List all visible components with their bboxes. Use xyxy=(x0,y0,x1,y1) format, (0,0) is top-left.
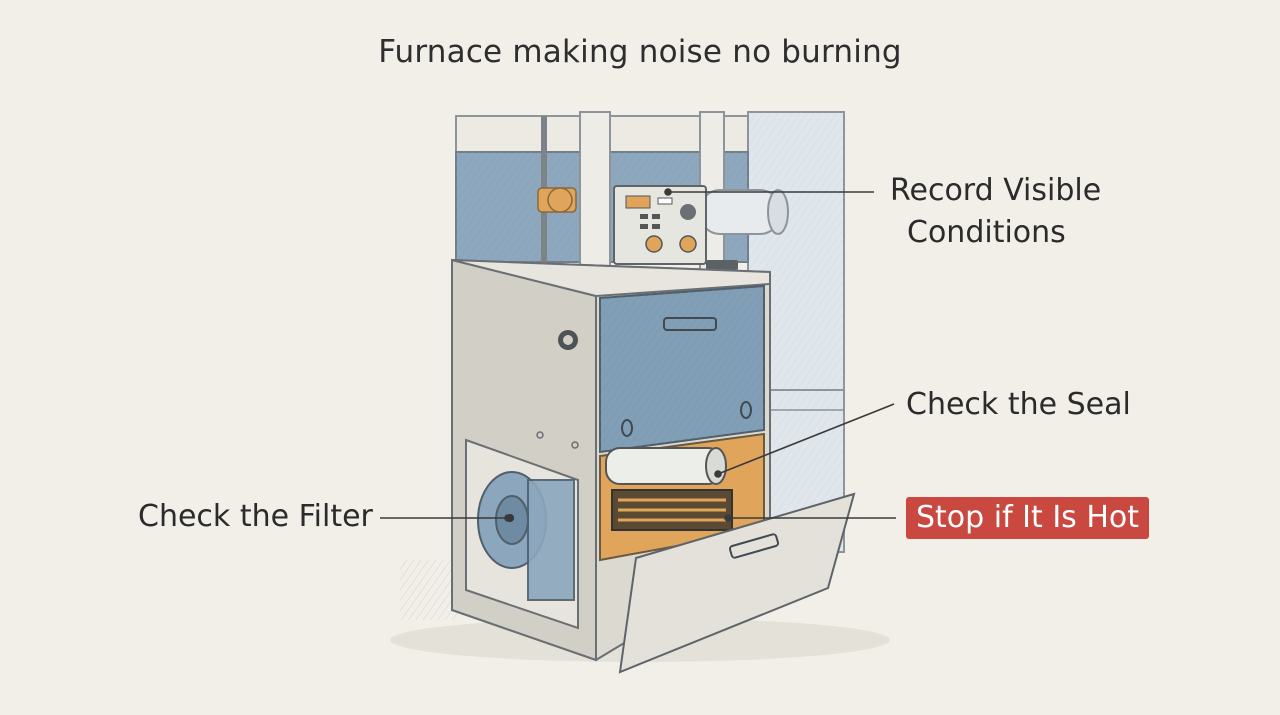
callout-record-line-1: Record Visible xyxy=(890,173,1102,208)
flue-pipe xyxy=(699,189,789,235)
lower-door-open xyxy=(618,492,856,674)
leader-seal xyxy=(717,403,895,475)
callout-check-filter: Check the Filter xyxy=(138,499,373,534)
callout-check-seal: Check the Seal xyxy=(906,387,1131,422)
callout-record-conditions: Record Visible Conditions xyxy=(890,170,1101,254)
callout-stop-if-hot-badge: Stop if It Is Hot xyxy=(906,497,1150,539)
leader-lines xyxy=(380,188,896,522)
control-box xyxy=(613,185,707,265)
callout-record-line-2: Conditions xyxy=(907,215,1066,250)
blower-compartment xyxy=(465,438,579,630)
diagram-title: Furnace making noise no burning xyxy=(378,34,902,70)
upper-access-door xyxy=(599,284,765,454)
